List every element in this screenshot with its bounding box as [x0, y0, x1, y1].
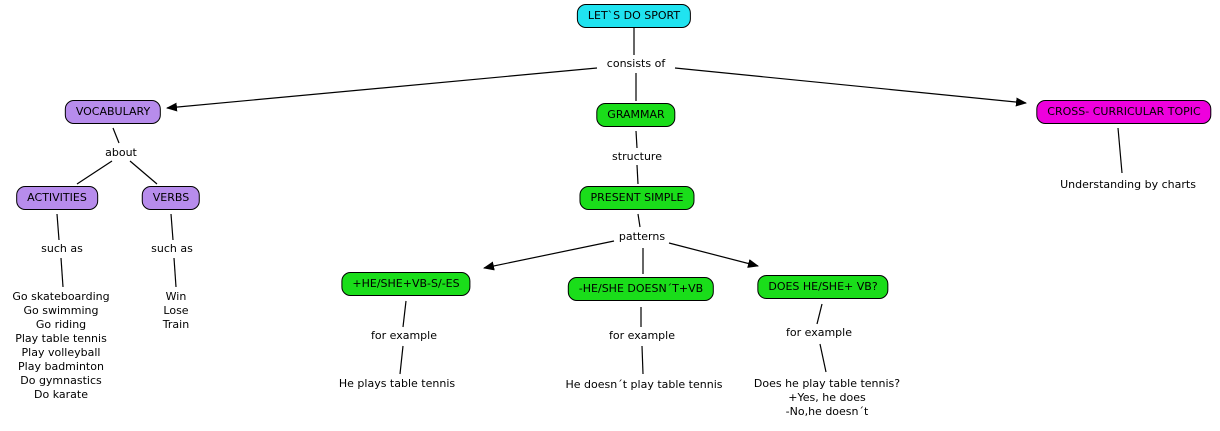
- node-verbs[interactable]: VERBS: [141, 186, 201, 210]
- edge-consistsof-vocabulary: [166, 67, 598, 112]
- node-pattern-negative[interactable]: -HE/SHE DOESN´T+VB: [567, 277, 715, 301]
- edge-forexample-questiontext: [819, 343, 827, 373]
- verbs-examples-list[interactable]: Win Lose Train: [163, 290, 189, 332]
- list-line: Play badminton: [18, 360, 104, 373]
- example-affirmative-text[interactable]: He plays table tennis: [338, 377, 456, 390]
- list-line: +Yes, he does: [788, 391, 866, 404]
- link-label-such-as-activities[interactable]: such as: [38, 242, 86, 256]
- example-negative-text[interactable]: He doesn´t play table tennis: [565, 378, 723, 391]
- edge-consistsof-crosscurricular: [674, 67, 1027, 107]
- node-activities[interactable]: ACTIVITIES: [16, 186, 98, 210]
- node-vocabulary[interactable]: VOCABULARY: [64, 100, 162, 124]
- edge-question-forexample: [816, 303, 823, 325]
- list-line: Train: [162, 318, 190, 331]
- edge-patterns-question: [668, 242, 759, 268]
- edge-suchas-activitieslist: [60, 257, 64, 288]
- link-label-for-example-negative[interactable]: for example: [606, 329, 678, 343]
- edge-presentsimple-patterns: [637, 213, 641, 228]
- link-label-for-example-affirmative[interactable]: for example: [368, 329, 440, 343]
- edge-grammar-structure: [635, 130, 638, 149]
- list-line: Do karate: [34, 388, 88, 401]
- activities-examples-list[interactable]: Go skateboarding Go swimming Go riding P…: [12, 290, 109, 402]
- example-question-text[interactable]: Does he play table tennis? +Yes, he does…: [754, 377, 900, 419]
- link-label-consists-of[interactable]: consists of: [603, 57, 669, 71]
- list-line: Go riding: [35, 318, 87, 331]
- list-line: -No,he doesn´t: [785, 405, 869, 418]
- list-line: Does he play table tennis?: [753, 377, 901, 390]
- node-pattern-question[interactable]: DOES HE/SHE+ VB?: [757, 275, 889, 299]
- edge-crosscurricular-note: [1117, 127, 1123, 174]
- list-line: Lose: [163, 304, 189, 317]
- link-label-about[interactable]: about: [102, 146, 140, 160]
- node-cross-curricular[interactable]: CROSS- CURRICULAR TOPIC: [1036, 100, 1212, 124]
- list-line: Go swimming: [23, 304, 99, 317]
- edge-suchas-verbslist: [173, 257, 177, 288]
- edge-forexample-affirmativetext: [399, 345, 404, 375]
- cross-curricular-note[interactable]: Understanding by charts: [1060, 178, 1196, 191]
- edge-forexample-negativetext: [641, 345, 644, 375]
- edge-patterns-affirmative: [483, 240, 615, 271]
- edge-about-verbs: [129, 160, 158, 185]
- link-label-for-example-question[interactable]: for example: [783, 326, 855, 340]
- node-grammar[interactable]: GRAMMAR: [596, 103, 676, 127]
- node-pattern-affirmative[interactable]: +HE/SHE+VB-S/-ES: [341, 272, 471, 296]
- list-line: Go skateboarding: [12, 290, 110, 303]
- edge-structure-presentsimple: [636, 164, 639, 185]
- list-line: Play volleyball: [21, 346, 101, 359]
- edge-activities-suchas: [56, 213, 60, 241]
- node-lets-do-sport[interactable]: LET`S DO SPORT: [576, 4, 692, 28]
- list-line: Win: [165, 290, 187, 303]
- link-label-such-as-verbs[interactable]: such as: [148, 242, 196, 256]
- link-label-structure[interactable]: structure: [609, 150, 665, 164]
- edge-verbs-suchas: [170, 213, 174, 241]
- node-present-simple[interactable]: PRESENT SIMPLE: [579, 186, 695, 210]
- link-label-patterns[interactable]: patterns: [615, 230, 669, 244]
- edge-affirmative-forexample: [402, 300, 407, 328]
- edge-about-activities: [76, 160, 113, 185]
- list-line: Do gymnastics: [20, 374, 102, 387]
- edge-vocabulary-about: [112, 127, 120, 144]
- list-line: Play table tennis: [15, 332, 107, 345]
